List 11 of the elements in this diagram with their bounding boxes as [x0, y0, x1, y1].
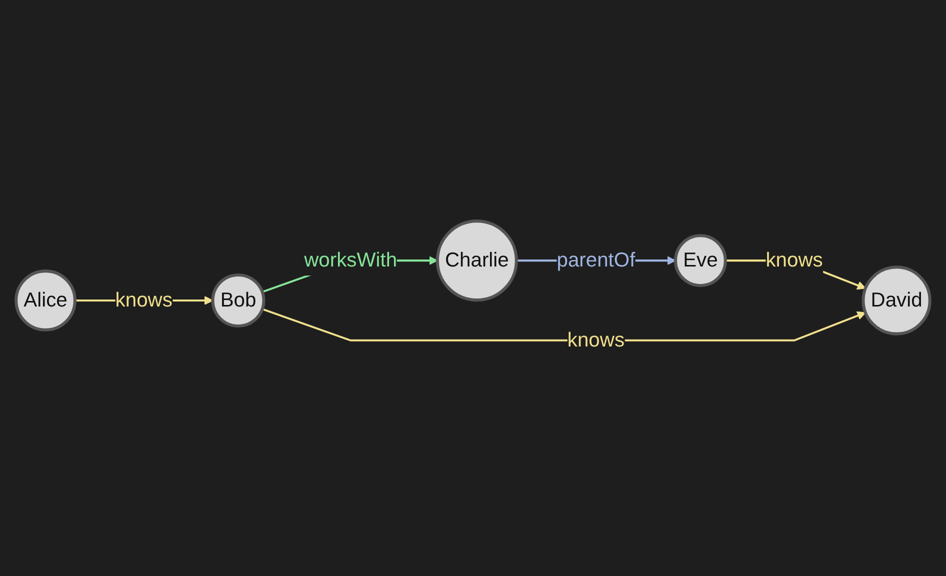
edge-label: knows — [115, 289, 172, 312]
node-circle: Eve — [674, 234, 727, 287]
node-circle: David — [862, 265, 932, 336]
edge-label: parentOf — [556, 249, 636, 272]
edge-label: worksWith — [304, 249, 398, 272]
node-circle: Alice — [14, 269, 76, 332]
node-circle: Charlie — [436, 219, 518, 302]
edge-label: knows — [567, 329, 625, 352]
arrow — [262, 308, 866, 342]
node-circle: Bob — [211, 273, 266, 328]
edge-label: knows — [766, 249, 823, 272]
